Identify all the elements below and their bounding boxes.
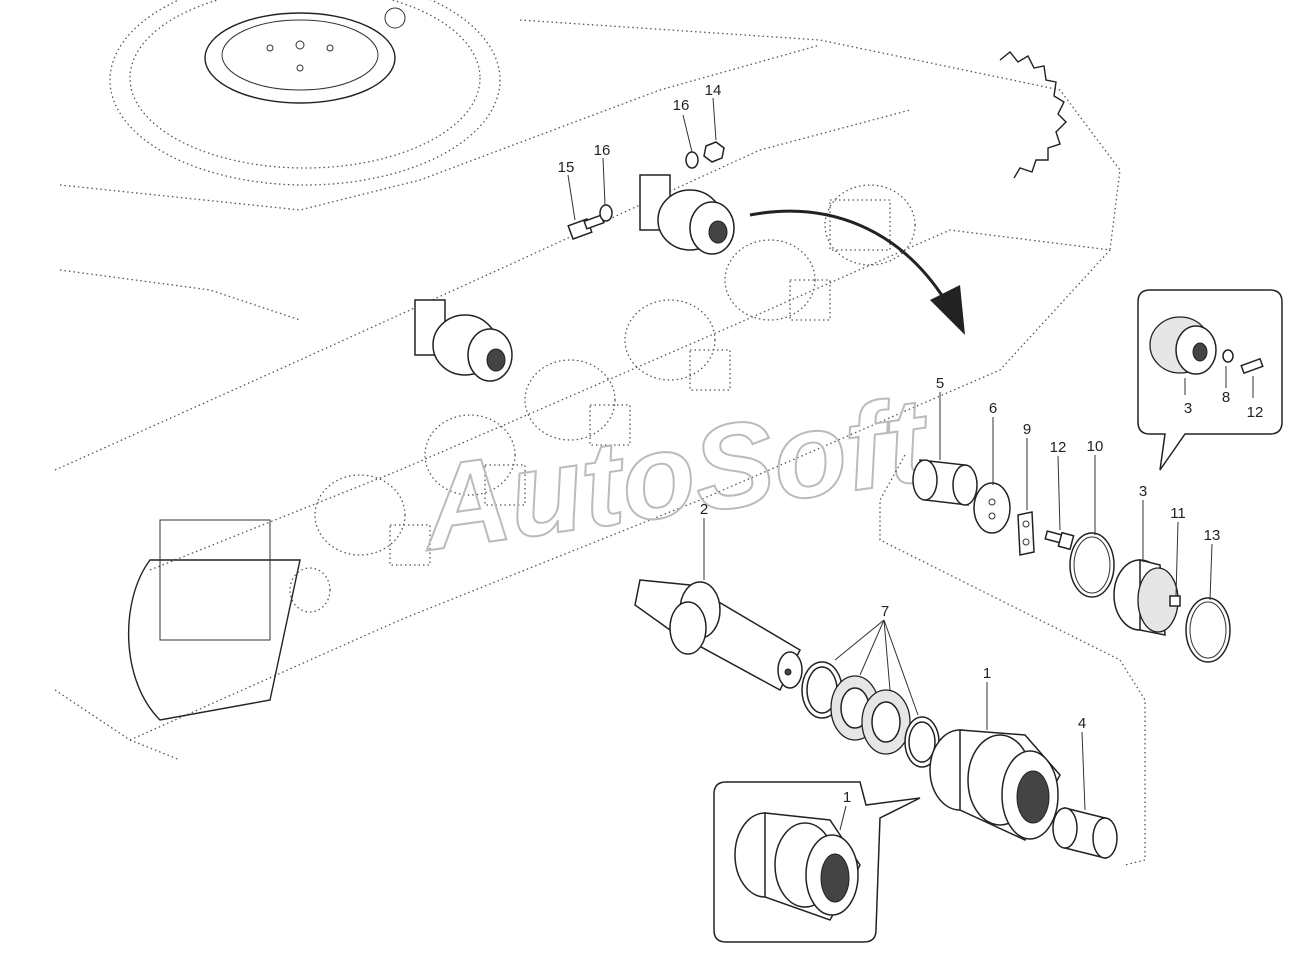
watermark: AutoSoft	[411, 372, 939, 576]
detail-bubble-cap	[1137, 289, 1283, 471]
track-roller-7	[289, 567, 331, 613]
callout-16a: 16	[673, 97, 690, 114]
callout-10: 10	[1087, 438, 1104, 455]
callout-labels: 14 16 15 16 2 7 1 4 5 6 9 12 10 3 11 13 …	[558, 82, 1264, 806]
callout-8: 8	[1222, 389, 1230, 406]
lock-plate-part-9	[1017, 511, 1035, 556]
arrow-head-icon	[930, 285, 965, 335]
washer-16b-icon	[685, 151, 699, 169]
callout-4: 4	[1078, 715, 1086, 732]
callout-16b: 16	[594, 142, 611, 159]
plug-part-11	[1169, 595, 1181, 607]
callout-13: 13	[1204, 527, 1221, 544]
callout-1-detail: 1	[843, 789, 851, 806]
bushing-part-5	[912, 459, 978, 506]
callout-3: 3	[1139, 483, 1147, 500]
track-roller-4	[524, 359, 631, 446]
callout-2: 2	[700, 501, 708, 518]
snap-ring-part-13	[1185, 597, 1231, 663]
track-roller-5	[424, 414, 526, 506]
callout-6: 6	[989, 400, 997, 417]
track-rollers-assembly	[289, 174, 916, 613]
callout-15: 15	[558, 159, 575, 176]
bushing-part-4	[1052, 807, 1118, 859]
roller-part-1	[929, 729, 1061, 841]
callout-3-detail: 3	[1184, 400, 1192, 417]
o-ring-part-10	[1069, 532, 1115, 598]
seal-set-part-7	[801, 661, 940, 768]
callout-11: 11	[1170, 505, 1186, 522]
track-roller-1	[824, 184, 916, 266]
nut-14-icon	[703, 141, 725, 163]
shaft-part-2	[634, 579, 803, 692]
callout-14: 14	[705, 82, 722, 99]
detail-bubble-roller	[713, 781, 921, 943]
leader-lines	[567, 97, 1254, 831]
callout-12-detail: 12	[1247, 404, 1264, 421]
callout-9: 9	[1023, 421, 1031, 438]
callout-5: 5	[936, 375, 944, 392]
track-roller-2	[724, 239, 831, 321]
track-roller-3	[624, 299, 731, 391]
callout-1: 1	[983, 665, 991, 682]
bolt-part-12	[1044, 530, 1075, 551]
bolt-15-icon	[567, 214, 605, 240]
carrier-roller-lower	[414, 299, 513, 382]
carrier-roller-upper	[639, 174, 735, 255]
end-cap-part-3	[1113, 559, 1179, 636]
callout-7: 7	[881, 603, 889, 620]
track-roller-6	[314, 474, 431, 566]
undercarriage-frame	[54, 0, 1121, 761]
washer-16-icon	[599, 204, 613, 222]
direction-arrow	[749, 209, 947, 301]
callout-12: 12	[1050, 439, 1067, 456]
thrust-plate-part-6	[973, 482, 1011, 534]
